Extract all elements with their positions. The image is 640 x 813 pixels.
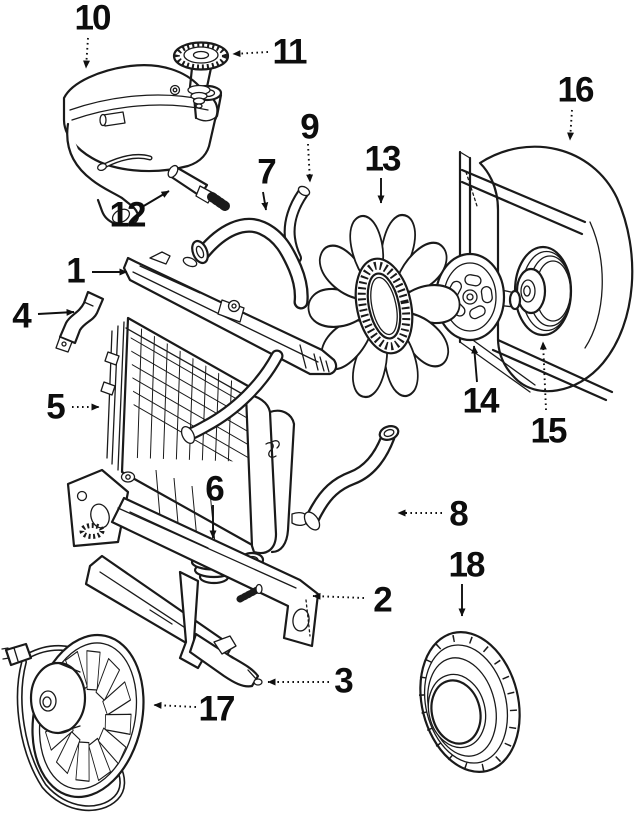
lower-hose-drawing	[303, 425, 400, 531]
callout-2[interactable]: 2	[312, 581, 394, 620]
callout-11[interactable]: 11	[232, 33, 309, 72]
tank-cap-drawing	[172, 41, 230, 109]
electric-fan-drawing	[1, 633, 145, 812]
callout-11-arrow	[232, 50, 269, 58]
callout-9-label: 9	[300, 108, 319, 147]
callout-17[interactable]: 17	[153, 690, 236, 729]
callout-16-arrow	[567, 109, 574, 141]
callout-14-label: 14	[463, 382, 500, 421]
callout-12-arrow	[141, 190, 170, 208]
callout-5[interactable]: 5	[46, 388, 100, 427]
fan-pulley-drawing	[513, 245, 573, 337]
callout-12-label: 12	[110, 196, 146, 235]
fan-blade-drawing	[307, 213, 461, 399]
overflow-hose-lower-drawing	[180, 349, 284, 445]
callout-18[interactable]: 18	[449, 546, 487, 617]
callout-2-arrow	[312, 592, 365, 600]
callout-5-label: 5	[46, 388, 65, 427]
callout-7-label: 7	[257, 153, 275, 192]
callout-3[interactable]: 3	[267, 662, 355, 701]
lower-bracket-drawing	[188, 632, 263, 688]
callout-10-label: 10	[75, 0, 111, 38]
callout-16-label: 16	[558, 71, 594, 110]
callout-6[interactable]: 6	[205, 470, 226, 539]
callout-17-arrow	[153, 701, 197, 709]
callout-3-label: 3	[334, 662, 353, 701]
callout-7-arrow	[261, 191, 269, 211]
callout-7[interactable]: 7	[257, 153, 277, 211]
callout-14-arrow	[471, 345, 479, 383]
callout-15-arrow	[539, 341, 547, 411]
callout-9[interactable]: 9	[300, 108, 321, 183]
upper-hose-drawing	[191, 217, 309, 310]
callout-14[interactable]: 14	[463, 345, 502, 421]
callout-13-label: 13	[365, 140, 401, 179]
expansion-tank-drawing	[62, 64, 223, 227]
callout-15[interactable]: 15	[531, 341, 569, 451]
callout-10[interactable]: 10	[75, 0, 113, 69]
upper-support-drawing	[122, 251, 338, 376]
callout-4-arrow	[37, 308, 75, 316]
callout-6-label: 6	[205, 470, 224, 509]
callout-11-label: 11	[273, 33, 308, 72]
callout-18-label: 18	[449, 546, 485, 585]
callout-4[interactable]: 4	[12, 297, 75, 336]
callout-1[interactable]: 1	[66, 252, 128, 291]
callout-1-label: 1	[66, 252, 85, 291]
callout-4-label: 4	[12, 297, 32, 336]
callout-8[interactable]: 8	[397, 495, 470, 534]
callout-8-label: 8	[449, 495, 468, 534]
callout-13[interactable]: 13	[365, 140, 403, 204]
callout-9-arrow	[306, 143, 314, 183]
coolant-sensor-drawing	[167, 164, 230, 211]
callout-10-arrow	[83, 37, 90, 69]
callout-16[interactable]: 16	[558, 71, 596, 141]
callout-17-label: 17	[199, 690, 234, 729]
side-bracket-drawing	[55, 290, 105, 353]
callout-15-label: 15	[531, 412, 567, 451]
fan-guard-drawing	[418, 631, 521, 773]
callout-12[interactable]: 12	[110, 190, 170, 235]
callout-2-label: 2	[373, 581, 392, 620]
